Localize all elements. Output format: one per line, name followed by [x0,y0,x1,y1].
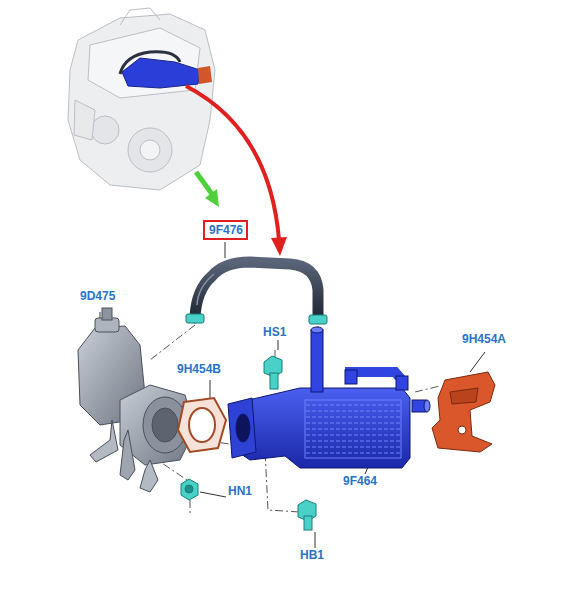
callout-number: HS1 [263,325,286,339]
callout-number: 9H454A [462,332,506,346]
callout-number: HN1 [228,484,252,498]
callout-box: 9F476 [203,220,248,240]
callout-number: 9D475 [80,289,115,303]
callout-number: HB1 [300,548,324,562]
callout-number: 9H454B [177,362,221,376]
callout-number: 9F476 [209,223,246,237]
callout-number: 9F464 [343,474,377,488]
